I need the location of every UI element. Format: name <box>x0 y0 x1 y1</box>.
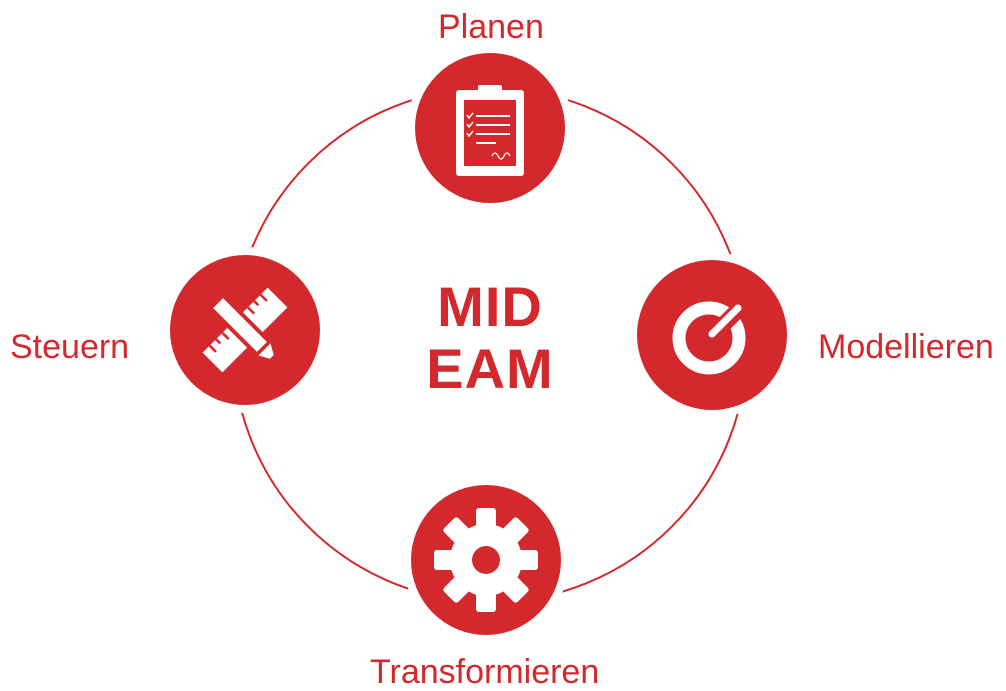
label-steuern: Steuern <box>10 328 130 366</box>
label-modellieren: Modellieren <box>818 328 994 366</box>
node-modellieren <box>629 252 795 418</box>
node-transformieren <box>403 477 569 643</box>
ruler-pencil-icon <box>202 287 288 373</box>
clipboard-icon <box>456 85 524 176</box>
center-title-line2: EAM <box>426 337 554 400</box>
center-title: MID EAM <box>370 276 610 400</box>
center-title-line1: MID <box>437 275 543 338</box>
label-transformieren: Transformieren <box>370 653 600 691</box>
label-planen: Planen <box>438 8 544 46</box>
node-planen <box>407 45 573 211</box>
node-steuern <box>162 247 328 413</box>
gear-icon <box>434 508 538 612</box>
target-icon <box>672 298 750 375</box>
